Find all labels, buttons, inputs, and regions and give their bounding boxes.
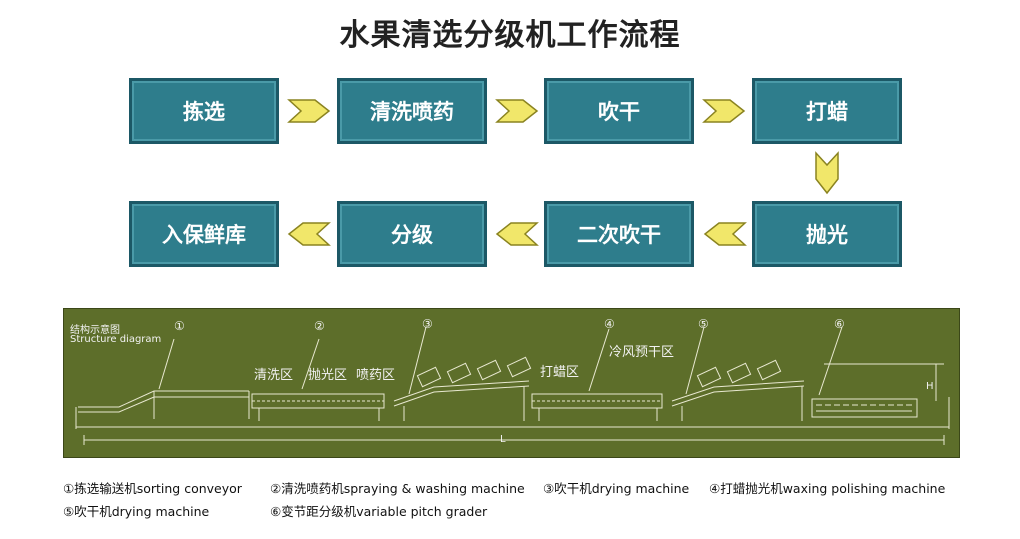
- dimension-L: L: [500, 434, 506, 445]
- step-cold-storage: 入保鲜库: [129, 201, 279, 267]
- callout-1: ①: [174, 319, 185, 333]
- callout-3: ③: [422, 317, 433, 331]
- step-grading: 分级: [337, 201, 487, 267]
- step-waxing: 打蜡: [752, 78, 902, 144]
- arrow-left-icon: [703, 222, 747, 246]
- arrow-down-icon: [815, 151, 839, 195]
- zone-spray-label: 喷药区: [356, 368, 396, 383]
- step-second-drying: 二次吹干: [544, 201, 694, 267]
- page-title: 水果清选分级机工作流程: [339, 18, 681, 53]
- callout-2: ②: [314, 319, 325, 333]
- legend-item-2: ②清洗喷药机spraying & washing machine: [270, 481, 525, 496]
- dimension-H: H: [926, 381, 934, 392]
- diagram-title-en: Structure diagram: [70, 334, 162, 345]
- zone-predry-label: 冷风预干区: [609, 345, 675, 360]
- callout-4: ④: [604, 317, 615, 331]
- zone-wash-label: 清洗区: [254, 368, 294, 383]
- zone-wax-label: 打蜡区: [540, 365, 580, 380]
- arrow-left-icon: [287, 222, 331, 246]
- arrow-right-icon: [287, 99, 331, 123]
- step-drying: 吹干: [544, 78, 694, 144]
- structure-diagram: 结构示意图 Structure diagram ① ② ③ ④ ⑤ ⑥ 清洗区 …: [63, 308, 960, 458]
- legend-item-6: ⑥变节距分级机variable pitch grader: [270, 504, 488, 519]
- machine-line-drawing: [75, 326, 950, 445]
- zone-polish-label: 抛光区: [308, 368, 348, 383]
- step-polishing: 抛光: [752, 201, 902, 267]
- legend-item-3: ③吹干机drying machine: [543, 481, 690, 496]
- arrow-left-icon: [495, 222, 539, 246]
- arrow-right-icon: [702, 99, 746, 123]
- callout-6: ⑥: [834, 317, 845, 331]
- legend-item-5: ⑤吹干机drying machine: [63, 504, 210, 519]
- step-washing-spraying: 清洗喷药: [337, 78, 487, 144]
- callout-5: ⑤: [698, 317, 709, 331]
- legend-item-4: ④打蜡抛光机waxing polishing machine: [709, 481, 946, 496]
- arrow-right-icon: [495, 99, 539, 123]
- step-sorting: 拣选: [129, 78, 279, 144]
- diagram-title-cn: 结构示意图: [70, 325, 120, 336]
- legend-item-1: ①拣选输送机sorting conveyor: [63, 481, 242, 496]
